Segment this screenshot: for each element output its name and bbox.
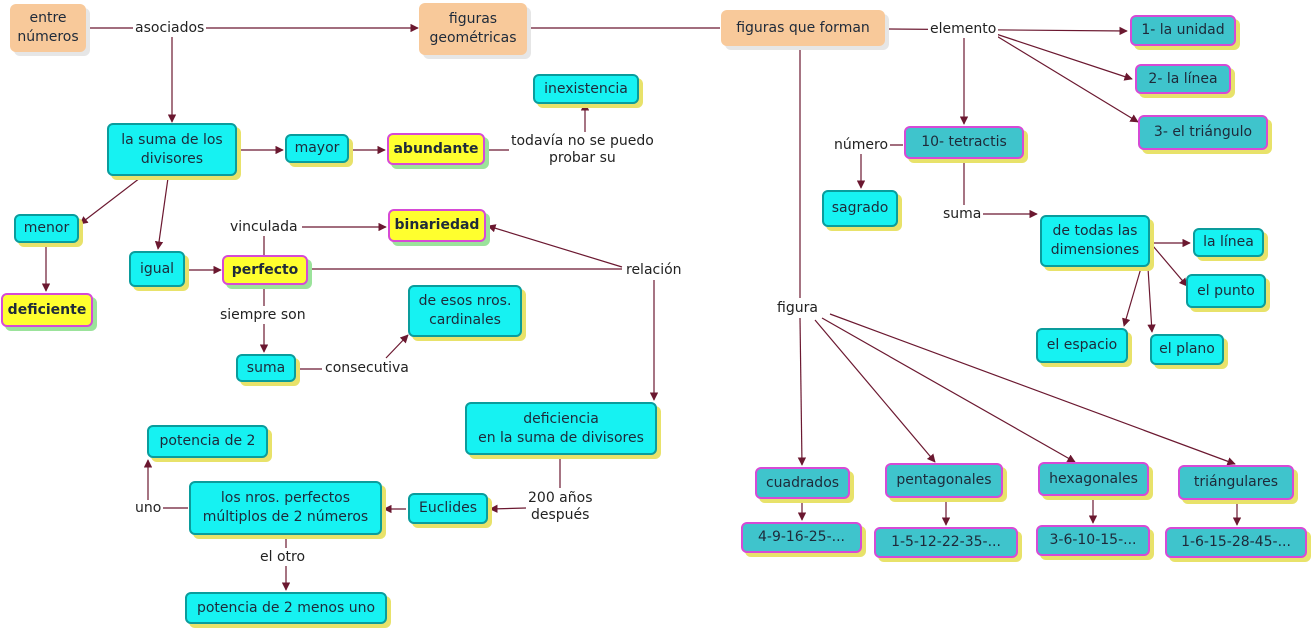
node-deficiente[interactable]: deficiente — [1, 293, 93, 327]
label-200-anos-despues: 200 años después — [526, 490, 595, 524]
node-menor[interactable]: menor — [14, 214, 79, 243]
node-potencia-de-2-menos-uno[interactable]: potencia de 2 menos uno — [185, 592, 387, 624]
label-el-otro: el otro — [258, 549, 308, 566]
node-cuadrados[interactable]: cuadrados — [755, 467, 850, 499]
node-seq-triangulares[interactable]: 1-6-15-28-45-... — [1165, 527, 1307, 558]
label-asociados: asociados — [133, 20, 207, 37]
node-la-unidad[interactable]: 1- la unidad — [1130, 15, 1236, 46]
node-el-triangulo[interactable]: 3- el triángulo — [1138, 115, 1268, 150]
node-potencia-de-2[interactable]: potencia de 2 — [147, 425, 268, 458]
node-seq-cuadrados[interactable]: 4-9-16-25-... — [741, 522, 862, 553]
node-igual[interactable]: igual — [129, 251, 185, 287]
node-seq-pentagonales[interactable]: 1-5-12-22-35-... — [874, 527, 1018, 558]
label-siempre-son: siempre son — [218, 307, 308, 324]
node-entre-numeros[interactable]: entre números — [10, 4, 86, 52]
node-figuras-que-forman[interactable]: figuras que forman — [721, 10, 885, 46]
label-suma: suma — [941, 206, 984, 223]
node-el-plano[interactable]: el plano — [1150, 334, 1224, 365]
node-binariedad[interactable]: binariedad — [388, 209, 486, 242]
node-el-espacio[interactable]: el espacio — [1036, 328, 1128, 363]
label-relacion: relación — [624, 262, 684, 279]
node-la-linea-2[interactable]: 2- la línea — [1135, 64, 1231, 94]
node-figuras-geometricas[interactable]: figuras geométricas — [419, 3, 527, 55]
node-nros-cardinales[interactable]: de esos nros. cardinales — [408, 285, 522, 337]
node-euclides[interactable]: Euclides — [408, 493, 488, 524]
label-elemento: elemento — [928, 21, 999, 38]
node-suma[interactable]: suma — [236, 354, 296, 382]
node-deficiencia[interactable]: deficiencia en la suma de divisores — [465, 402, 657, 455]
label-figura: figura — [775, 300, 820, 317]
node-perfecto[interactable]: perfecto — [222, 255, 308, 285]
node-seq-hexagonales[interactable]: 3-6-10-15-... — [1036, 525, 1150, 556]
node-el-punto[interactable]: el punto — [1186, 274, 1266, 308]
node-la-linea[interactable]: la línea — [1193, 228, 1264, 257]
label-vinculada: vinculada — [228, 219, 300, 236]
node-dimensiones[interactable]: de todas las dimensiones — [1040, 215, 1150, 267]
node-nros-perfectos[interactable]: los nros. perfectos múltiplos de 2 númer… — [189, 481, 382, 535]
node-tetractis[interactable]: 10- tetractis — [904, 126, 1024, 159]
label-uno: uno — [133, 500, 164, 517]
node-pentagonales[interactable]: pentagonales — [885, 463, 1003, 498]
label-consecutiva: consecutiva — [323, 360, 411, 377]
node-abundante[interactable]: abundante — [387, 133, 485, 165]
node-sagrado[interactable]: sagrado — [822, 190, 898, 227]
node-suma-de-divisores[interactable]: la suma de los divisores — [107, 123, 237, 176]
label-numero: número — [832, 137, 891, 154]
node-triangulares[interactable]: triángulares — [1178, 465, 1294, 500]
node-mayor[interactable]: mayor — [285, 134, 349, 163]
label-todavia-no-se-puedo: todavía no se puedo probar su — [509, 133, 656, 167]
node-hexagonales[interactable]: hexagonales — [1038, 462, 1149, 496]
node-inexistencia[interactable]: inexistencia — [533, 74, 639, 104]
